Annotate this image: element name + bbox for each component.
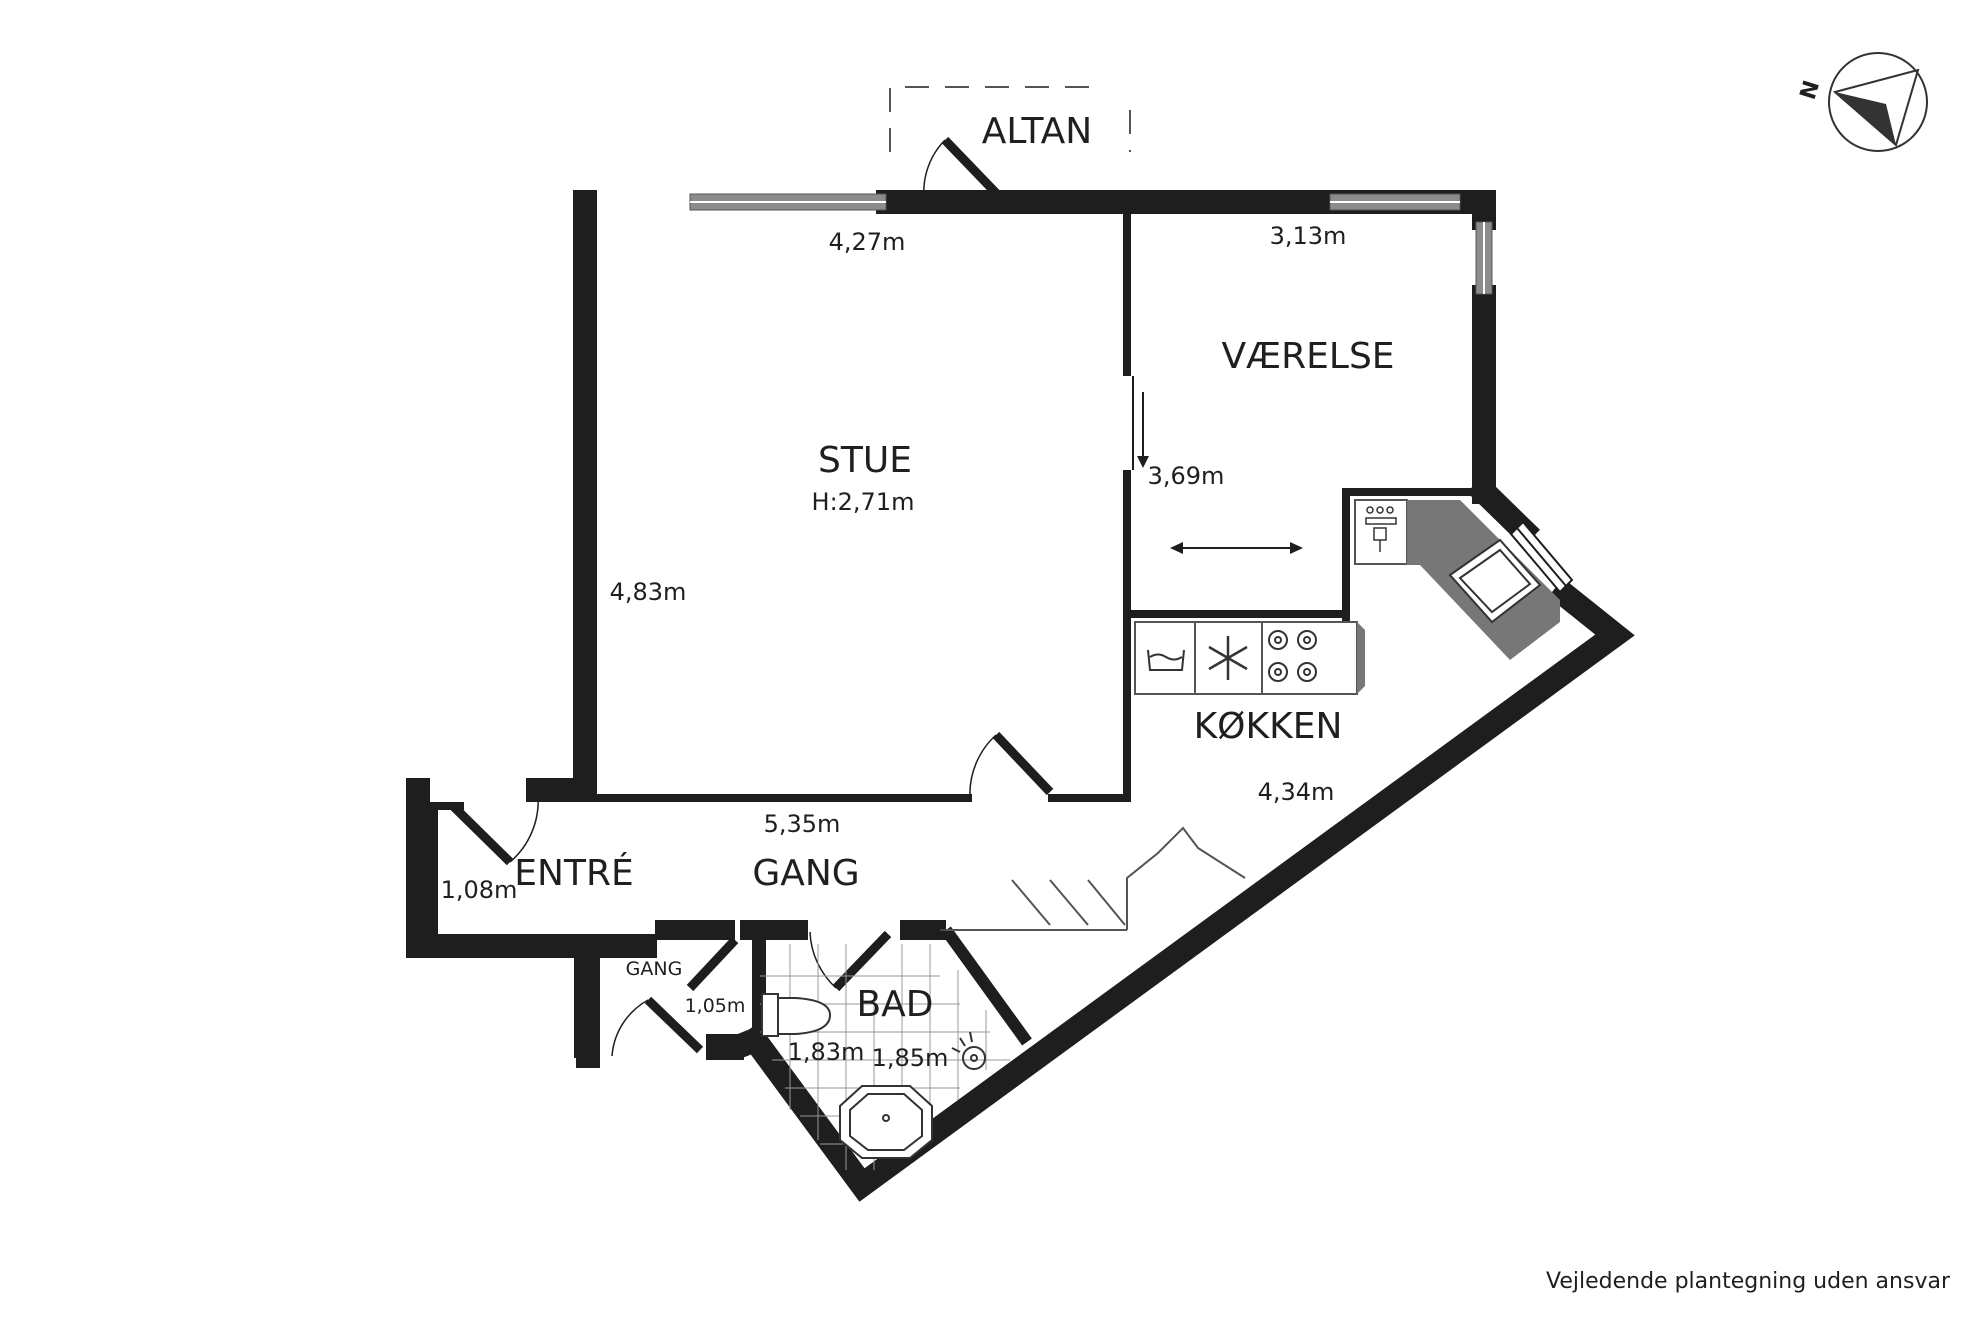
room-label-altan: ALTAN <box>982 111 1092 152</box>
room-label-gang: GANG <box>752 853 859 894</box>
compass: N <box>1796 52 1928 152</box>
dimension-entre-width: 1,08m <box>441 876 518 904</box>
washer-icon <box>1147 649 1185 671</box>
shower-icon <box>951 1031 986 1070</box>
dimension-bad-depth: 1,85m <box>872 1044 949 1072</box>
stove-icon <box>1268 630 1317 682</box>
exterior-walls <box>406 190 1635 1202</box>
toilet-icon <box>761 993 832 1037</box>
dimension-vaerelse-depth: 3,69m <box>1148 462 1225 490</box>
balcony-outline <box>889 86 1131 152</box>
kitchen-sink-icon <box>1458 548 1532 614</box>
dimension-gang-small-depth: 1,05m <box>685 995 746 1017</box>
compass-circle <box>1828 52 1928 152</box>
stairs <box>946 826 1246 931</box>
doors <box>448 136 1054 1057</box>
top-wall-stub <box>574 190 1018 214</box>
dimension-stue-width: 4,27m <box>829 228 906 256</box>
room-label-gang-small: GANG <box>626 958 683 980</box>
dimension-stue-depth: 4,83m <box>610 578 687 606</box>
dimension-koekken-length: 4,34m <box>1258 778 1335 806</box>
compass-north-label: N <box>1796 78 1825 103</box>
dimension-vaerelse-width: 3,13m <box>1270 222 1347 250</box>
windows <box>689 193 1574 594</box>
room-label-bad: BAD <box>856 984 933 1025</box>
dimension-gang-length: 5,35m <box>764 810 841 838</box>
room-label-entre: ENTRÉ <box>514 852 633 894</box>
dimension-gang-small-width: 1,20m <box>662 919 723 941</box>
room-label-vaerelse: VÆRELSE <box>1221 336 1394 377</box>
washbasin-icon <box>839 1085 933 1159</box>
sliding-door <box>1132 376 1303 554</box>
bath-fixtures <box>760 944 1010 1170</box>
disclaimer-text: Vejledende plantegning uden ansvar <box>1546 1269 1951 1294</box>
stue-ceiling-height: H:2,71m <box>812 488 915 516</box>
dimension-bad-width: 1,83m <box>788 1038 865 1066</box>
kitchen-units <box>1134 499 1560 695</box>
dishwasher-icon <box>1373 527 1387 552</box>
interior-walls <box>430 210 1488 944</box>
room-label-koekken: KØKKEN <box>1194 706 1343 747</box>
freezer-icon <box>1208 636 1248 680</box>
room-label-stue: STUE <box>818 440 912 481</box>
